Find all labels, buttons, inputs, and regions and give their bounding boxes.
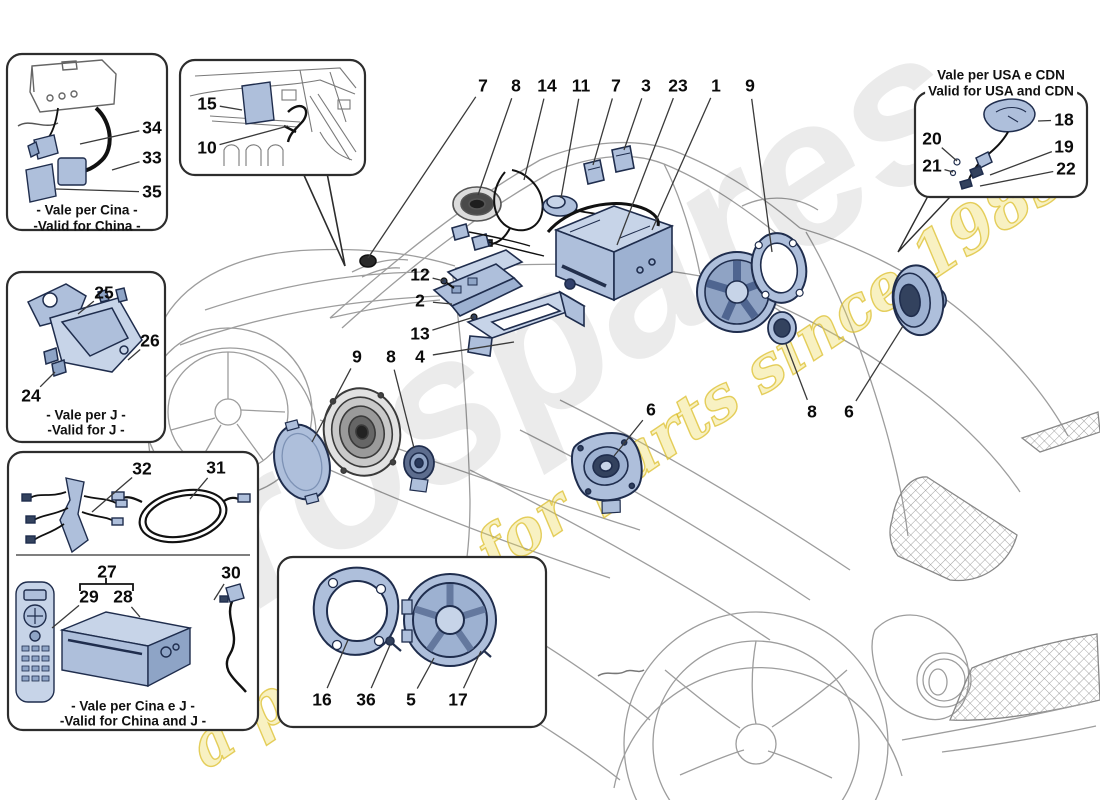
leader-line-7-4 [592, 98, 613, 166]
inset-kit-drawing [15, 477, 251, 703]
leader-line-11-3 [560, 98, 580, 199]
callout-lines [39, 96, 1054, 689]
leader-line-33-19 [111, 161, 140, 171]
leader-line-36-38 [370, 644, 391, 689]
inset-mount-drawing [312, 566, 497, 667]
leader-line-13-11 [432, 316, 475, 331]
leader-line-9-8 [751, 98, 773, 253]
leader-line-1-7 [651, 97, 712, 231]
leader-line-34-18 [79, 130, 140, 145]
leader-line-10-22 [219, 125, 289, 146]
leader-line-19-33 [989, 150, 1053, 176]
leader-line-29-29 [51, 604, 80, 629]
leader-line-17-40 [462, 650, 482, 689]
leader-line-32-26 [91, 476, 133, 513]
leader-line-6-15 [613, 419, 644, 457]
inset-usa-drawing [949, 98, 1036, 190]
leader-line-5-39 [416, 657, 435, 689]
leader-line-22-34 [979, 170, 1054, 187]
bracket-27 [79, 578, 134, 591]
leader-line-4-12 [432, 341, 515, 356]
leader-line-12-9 [432, 277, 445, 282]
leader-line-31-27 [189, 477, 209, 500]
inset-japan-drawing [26, 283, 143, 377]
leader-line-14-2 [523, 98, 545, 181]
leader-line-3-5 [623, 98, 643, 151]
leader-line-7-0 [367, 96, 477, 259]
main-parts [273, 145, 947, 515]
leader-line-8-14 [393, 369, 415, 449]
leader-line-30-31 [213, 583, 225, 601]
leader-line-23-6 [616, 97, 674, 246]
leader-line-35-20 [55, 188, 140, 193]
leader-line-21-36 [944, 168, 954, 173]
inset-china-drawing [17, 59, 117, 203]
leader-line-24-25 [39, 371, 56, 388]
leader-line-9-13 [311, 368, 352, 443]
inset-engine-bay-drawing [189, 67, 357, 166]
leader-line-25-23 [77, 300, 95, 315]
leader-line-8-1 [477, 98, 513, 196]
leader-line-8-16 [785, 343, 808, 401]
leader-line-28-30 [130, 606, 141, 618]
leader-line-2-10 [432, 301, 453, 305]
leader-line-20-35 [941, 147, 958, 162]
leader-line-26-24 [127, 349, 141, 361]
leader-line-18-32 [1037, 119, 1052, 122]
leader-line-15-21 [219, 105, 243, 111]
leader-line-6-17 [855, 325, 904, 402]
leader-line-16-37 [326, 639, 349, 689]
